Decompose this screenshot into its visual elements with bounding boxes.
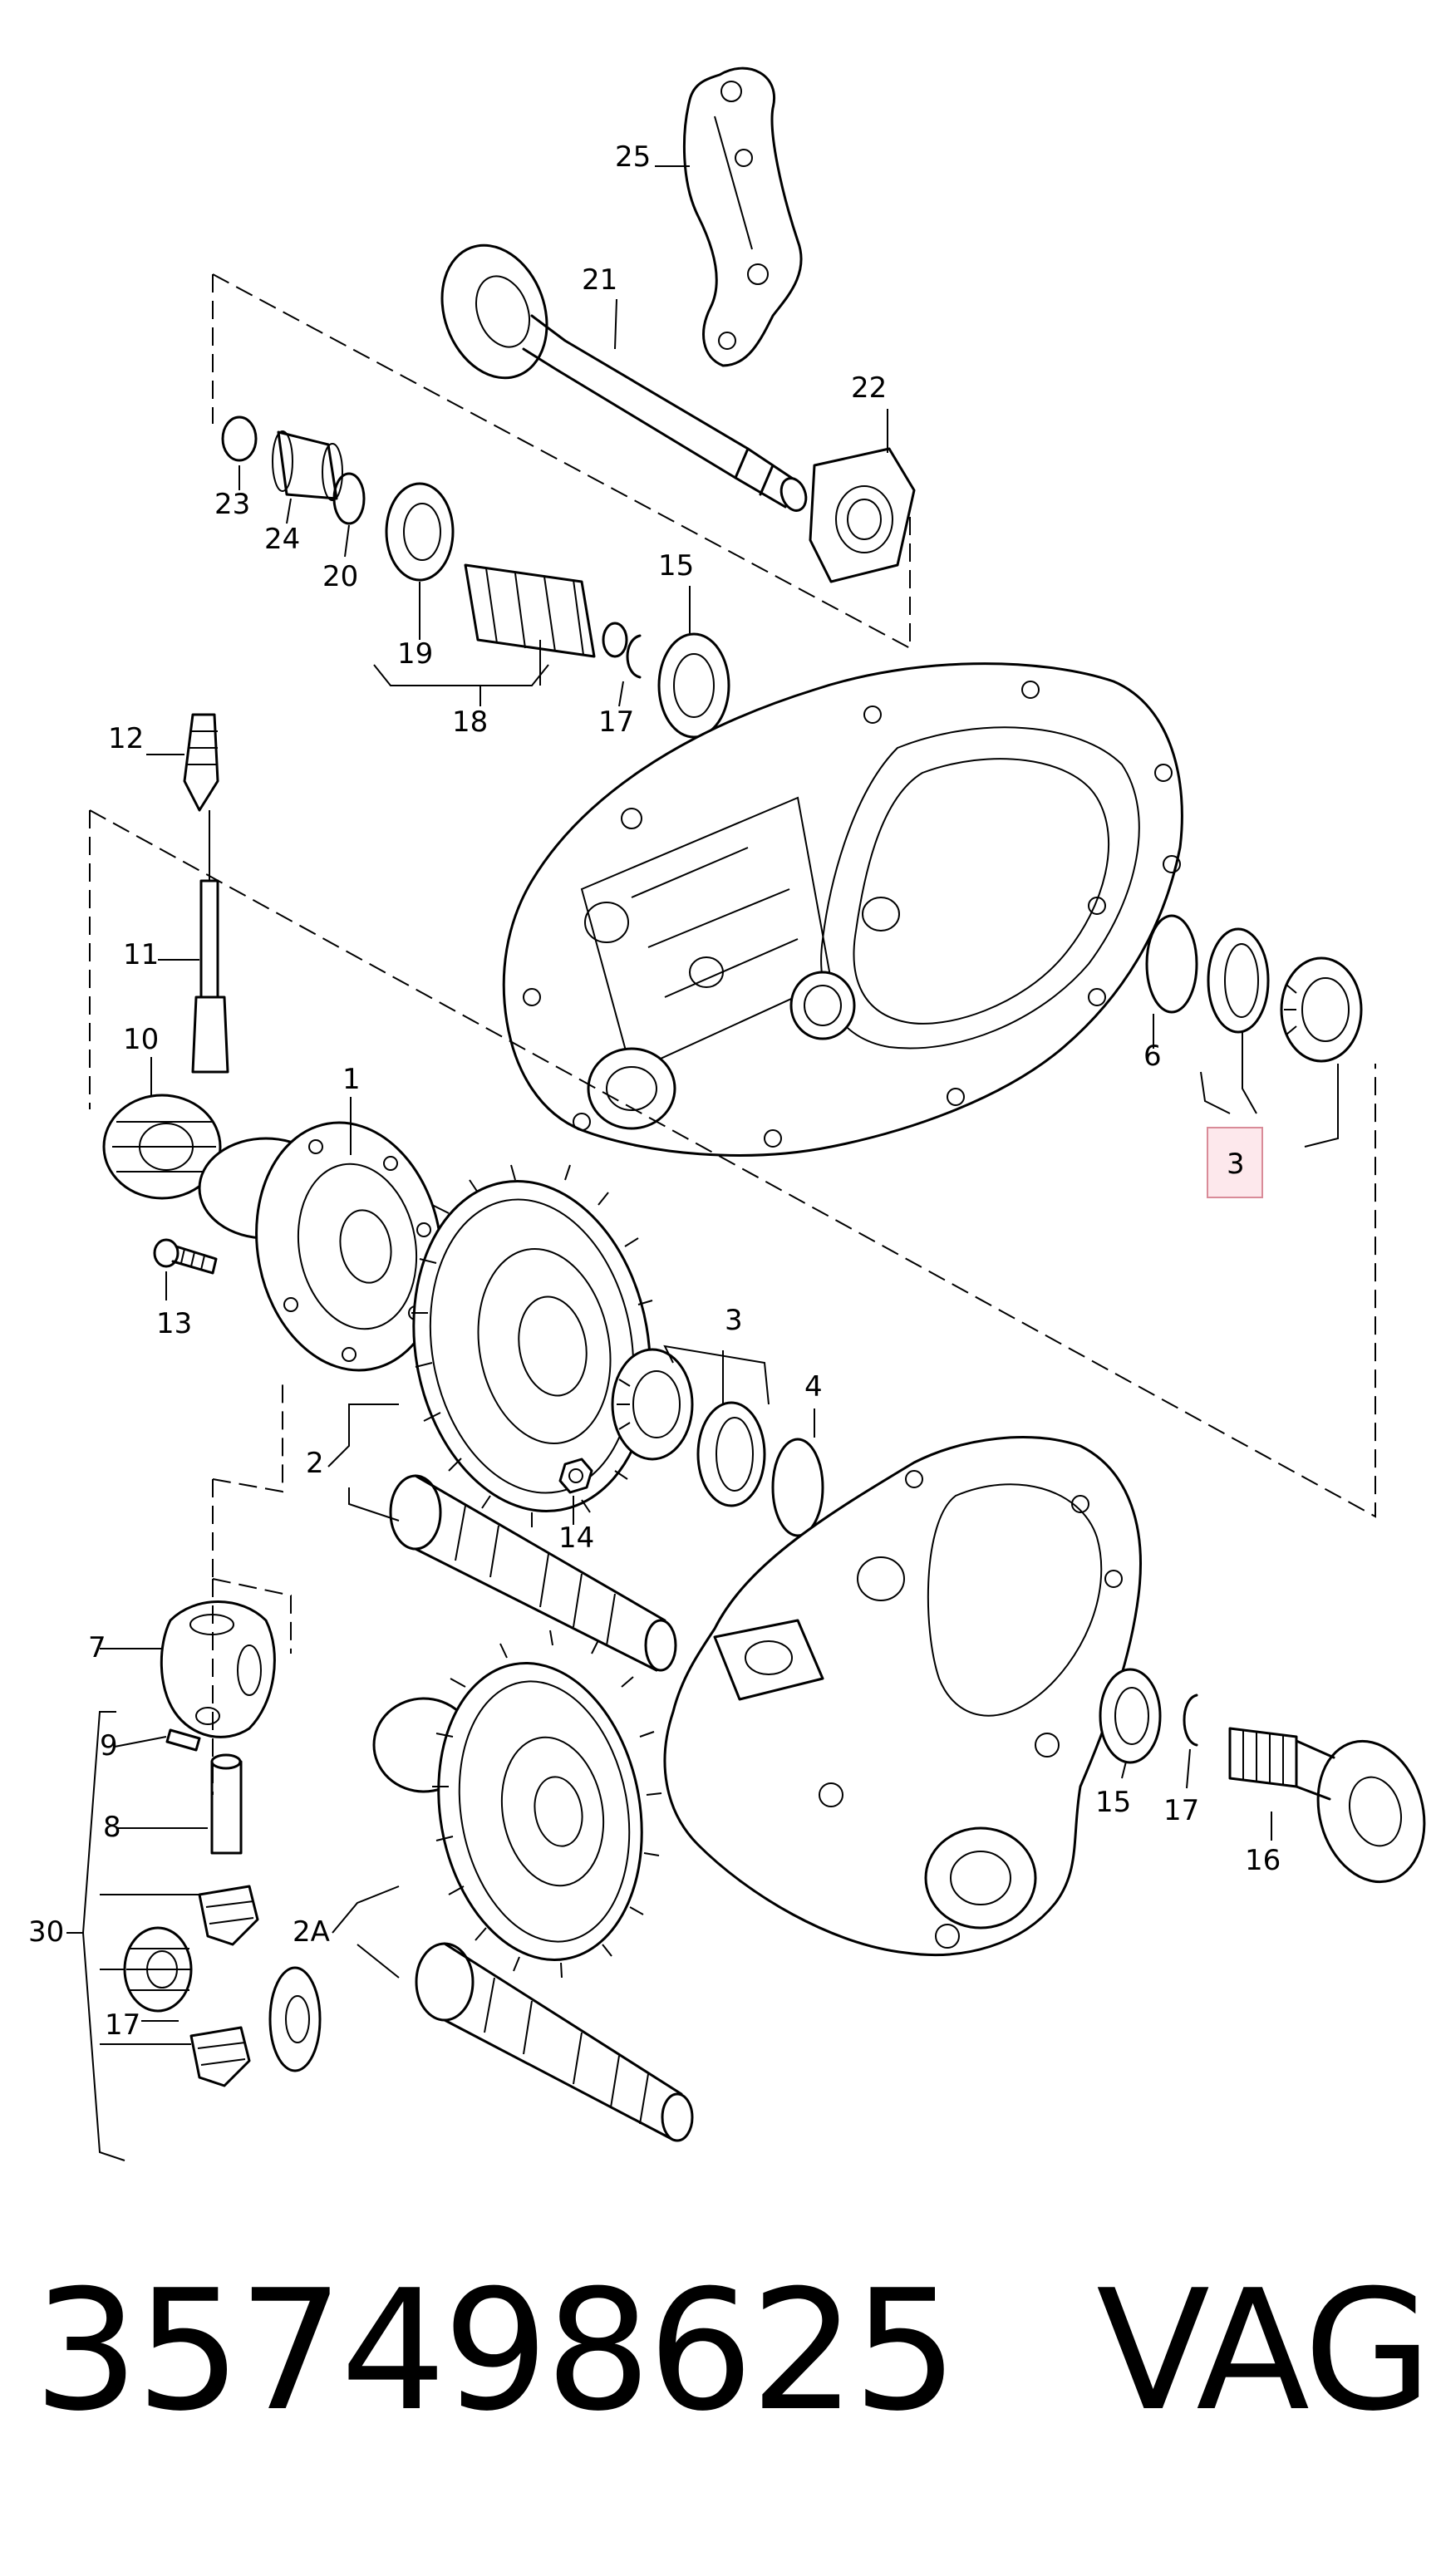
- callout-1: 1: [342, 1063, 361, 1096]
- brand-name: VAG: [1096, 2254, 1432, 2448]
- leader-lines: [66, 165, 1339, 2161]
- assembly-line-diff: [212, 1578, 292, 1795]
- bolt-13: [153, 1238, 218, 1275]
- callout-25: 25: [615, 140, 651, 174]
- mounting-bracket-25: [682, 66, 803, 367]
- pin-9: [165, 1728, 201, 1752]
- callout-22: 22: [851, 371, 887, 405]
- speedo-shaft-11: [191, 810, 229, 1074]
- gearbox-housing-upper: [502, 662, 1183, 1157]
- callout-14: 14: [558, 1522, 594, 1555]
- oil-seal-22: [809, 447, 916, 583]
- callout-11: 11: [123, 938, 159, 971]
- callout-15-top: 15: [658, 549, 694, 583]
- assembly-line-pinion: [212, 1379, 283, 1579]
- speedo-gear-10: [102, 1094, 222, 1200]
- bearing-15-top: [657, 632, 730, 739]
- callout-6: 6: [1143, 1040, 1162, 1073]
- callout-labels: 25 21 22 23 24 20 15 19 18 17 12 11 10 1…: [28, 140, 1281, 2042]
- circlip-17-bottom: [1183, 1694, 1198, 1747]
- pinion-shaft-2A: [415, 1942, 694, 2142]
- flange-shaft-21: [440, 243, 808, 512]
- callout-21: 21: [582, 263, 617, 297]
- boot-24: [272, 430, 343, 501]
- callout-10: 10: [123, 1023, 159, 1056]
- part-number-caption: 357498625 VAG: [33, 2244, 1433, 2460]
- circlip-23: [221, 415, 258, 462]
- callout-23: 23: [214, 488, 250, 521]
- differential-cage-1: [198, 1121, 443, 1372]
- o-ring-20: [332, 472, 366, 525]
- planet-gear-bottom: [189, 2026, 251, 2087]
- callout-16: 16: [1245, 1844, 1281, 1877]
- seal-19: [385, 482, 455, 582]
- o-ring-4: [771, 1438, 824, 1537]
- callout-7: 7: [88, 1631, 106, 1664]
- callout-20: 20: [322, 560, 358, 593]
- stub-shaft-18: [464, 563, 628, 658]
- callout-9: 9: [100, 1729, 118, 1762]
- callout-2A: 2A: [293, 1915, 330, 1949]
- flange-shaft-16: [1228, 1727, 1426, 1884]
- tapered-bearing-3-right: [1280, 956, 1363, 1063]
- assembly-line-top: [212, 273, 911, 650]
- tapered-bearing-3-centre: [611, 1348, 694, 1461]
- callout-3-highlighted: 3: [1227, 1148, 1245, 1181]
- sun-gear-right: [268, 1966, 322, 2072]
- callout-17-top: 17: [598, 705, 634, 739]
- oil-seal-15-bottom: [1099, 1668, 1162, 1764]
- differential-assembly-2A: [372, 1630, 662, 1979]
- callout-17-diff: 17: [105, 2008, 140, 2042]
- callout-17-bottom: 17: [1163, 1794, 1199, 1827]
- callout-18: 18: [452, 705, 488, 739]
- pinion-shaft-2: [389, 1474, 677, 1672]
- callout-12: 12: [108, 722, 144, 755]
- callout-4: 4: [804, 1370, 823, 1404]
- callout-24: 24: [264, 523, 300, 556]
- callout-2: 2: [306, 1447, 324, 1480]
- o-ring-6: [1145, 914, 1198, 1014]
- part-number: 357498625: [33, 2254, 958, 2448]
- speedo-sender-12: [183, 713, 219, 812]
- planet-gear-top: [198, 1885, 259, 1946]
- assembly-line-mid: [89, 809, 1376, 1518]
- highlight-box-3: [1207, 1127, 1263, 1198]
- callout-13: 13: [156, 1307, 192, 1340]
- callout-30: 30: [28, 1915, 64, 1949]
- nut-14: [558, 1458, 593, 1494]
- exploded-drivetrain-diagram: 25 21 22 23 24 20 15 19 18 17 12 11 10 1…: [28, 66, 1426, 2161]
- callout-15-bottom: 15: [1095, 1786, 1131, 1819]
- shim-ring-3-right: [1207, 927, 1270, 1034]
- gearbox-housing-lower: [663, 1436, 1142, 1956]
- circlip-17-top: [626, 634, 642, 679]
- callout-3: 3: [725, 1304, 743, 1337]
- callout-19: 19: [397, 637, 433, 671]
- callout-8: 8: [103, 1811, 121, 1844]
- differential-housing-7: [160, 1600, 276, 1738]
- shim-ring-3-centre: [696, 1401, 766, 1507]
- sun-gear-left: [123, 1926, 193, 2013]
- shaft-8: [210, 1753, 243, 1855]
